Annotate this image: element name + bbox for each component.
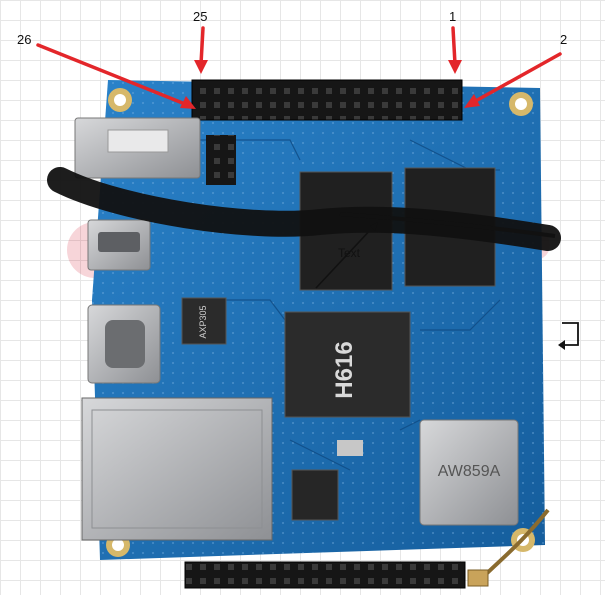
wifi-label: AW859A bbox=[438, 463, 501, 480]
bottom-header bbox=[184, 561, 466, 589]
arrow-pin-1 bbox=[451, 26, 457, 66]
power-chip: AXP305 bbox=[181, 297, 227, 345]
arrow-pin-2 bbox=[470, 52, 562, 105]
soc-label: H616 bbox=[331, 341, 358, 398]
pin-label-25: 25 bbox=[193, 9, 208, 24]
return-arrow-icon[interactable] bbox=[556, 321, 582, 351]
ufl-connector bbox=[467, 569, 489, 587]
pin-label-2: 2 bbox=[560, 32, 568, 47]
arrow-pin-26 bbox=[36, 43, 192, 108]
gpio-header bbox=[191, 79, 463, 121]
power-chip-label: AXP305 bbox=[198, 305, 208, 338]
arrow-pin-25 bbox=[199, 26, 205, 66]
pin-label-1: 1 bbox=[449, 9, 457, 24]
antenna-cable bbox=[47, 167, 561, 251]
soc-chip: H616 bbox=[284, 311, 411, 418]
usb-c-port bbox=[87, 304, 161, 384]
micro-hdmi-port bbox=[87, 219, 151, 271]
ethernet-port bbox=[81, 397, 273, 541]
usb-a-port bbox=[74, 117, 201, 179]
pin-label-26: 26 bbox=[17, 32, 32, 47]
crystal bbox=[337, 440, 363, 456]
side-header bbox=[206, 135, 236, 185]
annotation-text: Text bbox=[338, 246, 361, 260]
wifi-module: AW859A bbox=[419, 419, 519, 526]
text-annotation-arrow bbox=[315, 222, 378, 289]
small-chip bbox=[291, 469, 339, 521]
